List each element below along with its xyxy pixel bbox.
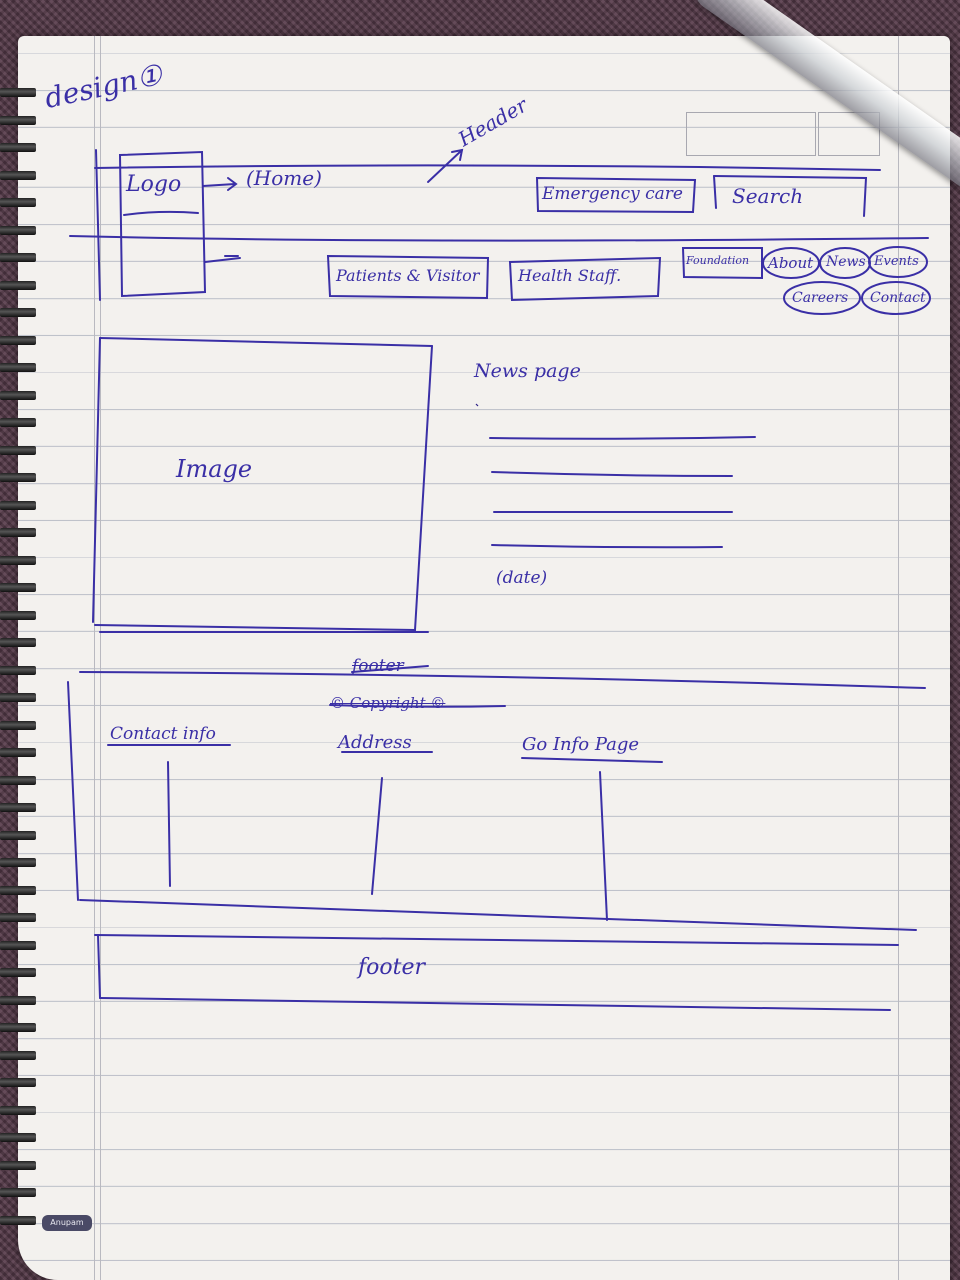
spiral-ring [0, 720, 36, 730]
spiral-ring [0, 1215, 36, 1225]
nav-health-staff[interactable]: Health Staff. [518, 266, 622, 285]
spiral-ring [0, 253, 36, 262]
spiral-ring [0, 198, 36, 207]
home-label: (Home) [246, 166, 322, 190]
spiral-ring [0, 940, 36, 950]
copyright-label: © Copyright © [330, 694, 446, 712]
spiral-ring [0, 528, 36, 537]
spiral-binding [0, 60, 40, 1240]
nav-events[interactable]: Events [874, 254, 919, 269]
right-margin-line [898, 36, 899, 1280]
spiral-ring [0, 1133, 36, 1142]
spiral-ring [0, 1105, 36, 1115]
spiral-ring [0, 555, 36, 565]
footer-struck-label: footer [352, 656, 404, 676]
notebook-brand-logo: Anupam [42, 1215, 92, 1231]
spiral-ring [0, 665, 36, 675]
news-date: (date) [496, 568, 548, 588]
spiral-ring [0, 445, 36, 455]
nav-foundation[interactable]: Foundation [686, 254, 750, 267]
spiral-ring [0, 638, 36, 647]
nav-about[interactable]: About [768, 254, 814, 272]
logo-label: Logo [126, 172, 182, 197]
search-button[interactable]: Search [732, 184, 804, 208]
spiral-ring [0, 885, 36, 895]
spiral-ring [0, 170, 36, 180]
spiral-ring [0, 913, 36, 922]
spiral-ring [0, 280, 36, 290]
emergency-care-button[interactable]: Emergency care [542, 184, 683, 204]
spiral-ring [0, 1188, 36, 1197]
spiral-ring [0, 1160, 36, 1170]
nav-news[interactable]: News [826, 254, 866, 270]
nav-patients-visitor[interactable]: Patients & Visitor [336, 266, 480, 285]
spiral-ring [0, 418, 36, 427]
spiral-ring [0, 143, 36, 152]
spiral-ring [0, 995, 36, 1005]
date-box [818, 112, 880, 156]
nav-contact[interactable]: Contact [870, 290, 926, 306]
spiral-ring [0, 115, 36, 125]
nav-careers[interactable]: Careers [792, 290, 849, 306]
spiral-ring [0, 335, 36, 345]
spiral-ring [0, 363, 36, 372]
notebook-page [18, 36, 950, 1280]
footer-col-address: Address [338, 732, 412, 753]
footer-label: footer [358, 955, 426, 980]
spiral-ring [0, 693, 36, 702]
spiral-ring [0, 1023, 36, 1032]
spiral-ring [0, 1078, 36, 1087]
footer-col-info-page: Go Info Page [522, 734, 640, 755]
spiral-ring [0, 775, 36, 785]
spiral-ring [0, 88, 36, 97]
spiral-ring [0, 500, 36, 510]
page-no-box [686, 112, 816, 156]
spiral-ring [0, 308, 36, 317]
ruled-lines [18, 36, 950, 1280]
spiral-ring [0, 858, 36, 867]
spiral-ring [0, 748, 36, 757]
spiral-ring [0, 390, 36, 400]
news-page-label: News page [474, 360, 581, 382]
left-margin-line-2 [100, 36, 101, 1280]
footer-col-contact-info: Contact info [110, 724, 216, 744]
spiral-ring [0, 473, 36, 482]
image-placeholder-label: Image [176, 455, 253, 483]
spiral-ring [0, 583, 36, 592]
spiral-ring [0, 968, 36, 977]
spiral-ring [0, 1050, 36, 1060]
spiral-ring [0, 610, 36, 620]
spiral-ring [0, 225, 36, 235]
left-margin-line [94, 36, 95, 1280]
spiral-ring [0, 830, 36, 840]
spiral-ring [0, 803, 36, 812]
